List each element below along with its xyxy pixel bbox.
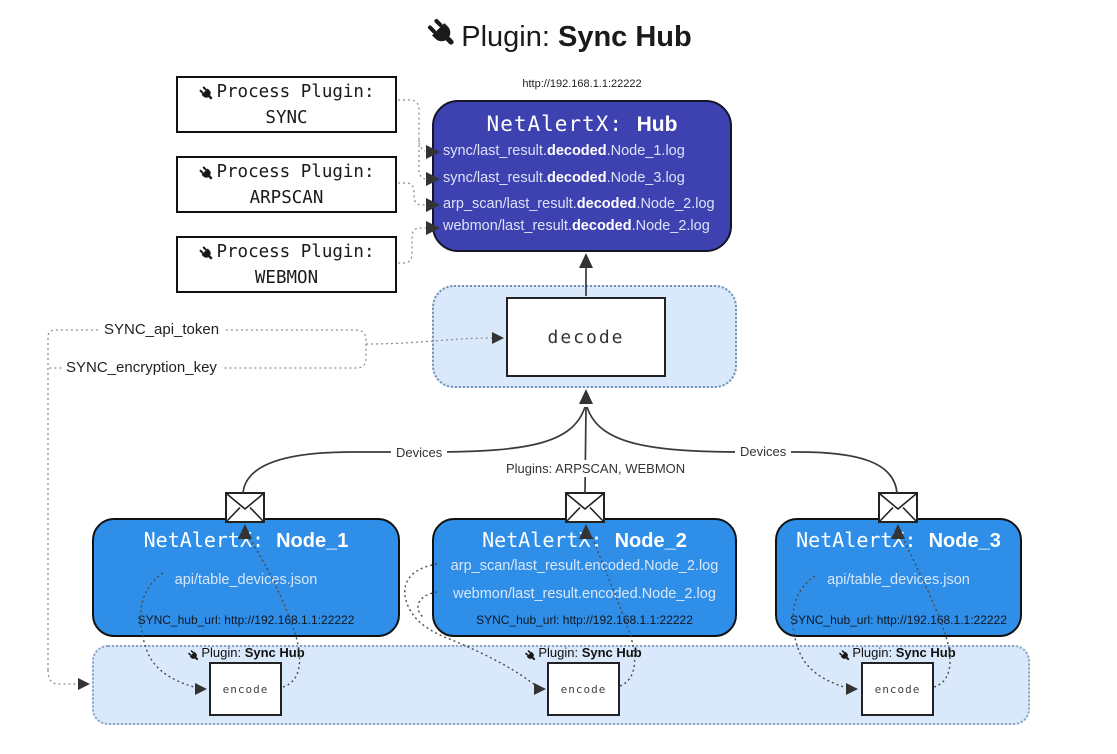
node-file-line: api/table_devices.json [174, 572, 318, 588]
node-box-node1: NetAlertX: Node_1 api/table_devices.json… [92, 518, 400, 637]
process-plugin-box-sync: Process Plugin: SYNC [176, 76, 397, 133]
hub-box: NetAlertX: Hub sync/last_result.decoded.… [432, 100, 732, 252]
node-file-line: api/table_devices.json [827, 572, 970, 588]
connector-sync-line1 [398, 99, 426, 152]
sync-api-token-label: SYNC_api_token [100, 321, 224, 338]
title-prefix: Plugin: [461, 21, 558, 53]
plugin-name: WEBMON [254, 268, 319, 288]
plug-icon [524, 649, 538, 666]
node-hub-url: SYNC_hub_url: http://192.168.1.1:22222 [476, 613, 693, 627]
connector-node2-plugins [584, 406, 587, 494]
plug-icon [198, 165, 216, 188]
hub-name: Hub [636, 113, 678, 136]
process-plugin-box-arpscan: Process Plugin: ARPSCAN [176, 156, 397, 213]
hub-log-line: arp_scan/last_result.decoded.Node_2.log [443, 196, 715, 212]
node-name: Node_2 [614, 530, 687, 552]
connector-arpscan [398, 182, 426, 206]
envelope-icon [225, 492, 265, 523]
node-file-line: webmon/last_result.encoded.Node_2.log [453, 586, 716, 602]
encode-box: encode [861, 662, 934, 716]
hub-log-line: sync/last_result.decoded.Node_1.log [443, 143, 685, 159]
edge-label-devices-right: Devices [735, 443, 792, 460]
envelope-icon [565, 492, 605, 523]
node-box-node3: NetAlertX: Node_3 api/table_devices.json… [775, 518, 1022, 637]
edge-label-plugins: Plugins: ARPSCAN, WEBMON [501, 460, 691, 477]
hub-title: NetAlertX: Hub [434, 112, 730, 137]
hub-url-label: http://192.168.1.1:22222 [522, 78, 642, 90]
edge-label-devices-left: Devices [391, 444, 448, 461]
connector-sync-line2 [418, 140, 426, 180]
node-name: Node_3 [928, 530, 1001, 552]
plugin-name: SYNC [265, 108, 308, 128]
decode-box: decode [506, 297, 666, 377]
hub-log-line: webmon/last_result.decoded.Node_2.log [443, 218, 710, 234]
plugin-name: ARPSCAN [249, 188, 324, 208]
envelope-icon [878, 492, 918, 523]
plug-icon [425, 16, 461, 60]
arrow-right-icon [78, 678, 90, 690]
node-name: Node_1 [276, 530, 349, 552]
hub-log-line: sync/last_result.decoded.Node_3.log [443, 170, 685, 186]
page-title: Plugin: Sync Hub [0, 16, 1117, 60]
arrow-up-icon [579, 389, 593, 404]
plug-icon [198, 85, 216, 108]
plug-icon [838, 649, 852, 666]
plug-icon [198, 245, 216, 268]
sync-encryption-key-label: SYNC_encryption_key [62, 359, 221, 376]
node-box-node2: NetAlertX: Node_2 arp_scan/last_result.e… [432, 518, 737, 637]
title-name: Sync Hub [557, 21, 692, 53]
node-file-line: arp_scan/last_result.encoded.Node_2.log [450, 558, 719, 574]
arrow-up-icon [579, 253, 593, 268]
plug-icon [187, 649, 201, 666]
encode-box: encode [209, 662, 282, 716]
encode-box: encode [547, 662, 620, 716]
node-hub-url: SYNC_hub_url: http://192.168.1.1:22222 [137, 613, 355, 627]
process-plugin-box-webmon: Process Plugin: WEBMON [176, 236, 397, 293]
connector-webmon [398, 227, 426, 264]
connector-settings-to-bar [47, 669, 78, 685]
hub-name-prefix: NetAlertX: [486, 112, 637, 136]
node-hub-url: SYNC_hub_url: http://192.168.1.1:22222 [790, 613, 1007, 627]
